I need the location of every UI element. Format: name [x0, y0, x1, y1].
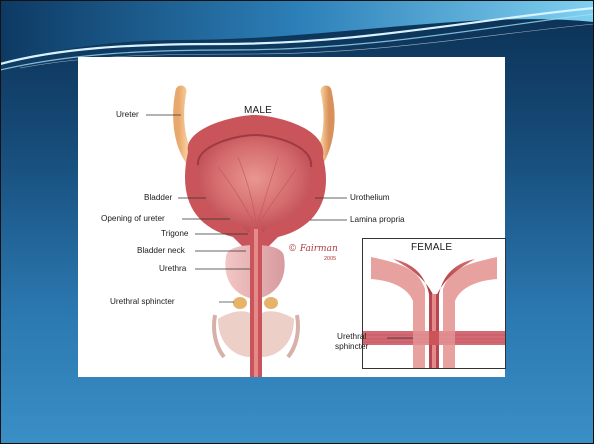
label-trigone: Trigone: [161, 229, 188, 239]
label-urethral-sphincter-male: Urethral sphincter: [110, 297, 175, 307]
artist-signature-year: 2005: [324, 256, 336, 262]
urethral-sphincter-right: [264, 297, 278, 309]
label-bladder: Bladder: [144, 193, 172, 203]
label-urethral-sphincter-female: Urethral sphincter: [335, 332, 368, 352]
label-bladder-neck: Bladder neck: [137, 246, 185, 256]
label-urothelium: Urothelium: [350, 193, 390, 203]
female-inset: FEMALE Urethral sphincter: [362, 238, 506, 369]
female-title: FEMALE: [411, 242, 452, 253]
urethral-sphincter-left: [233, 297, 247, 309]
label-ureter: Ureter: [116, 110, 139, 120]
artist-signature: © Fairman: [288, 244, 338, 254]
female-urethra-illustration: [363, 239, 505, 368]
label-opening-of-ureter: Opening of ureter: [101, 214, 165, 224]
male-title: MALE: [244, 105, 272, 116]
anatomy-figure: MALE Ureter Bladder Opening of ureter Tr…: [78, 57, 505, 377]
label-lamina-propria: Lamina propria: [350, 215, 405, 225]
label-urethra: Urethra: [159, 264, 186, 274]
